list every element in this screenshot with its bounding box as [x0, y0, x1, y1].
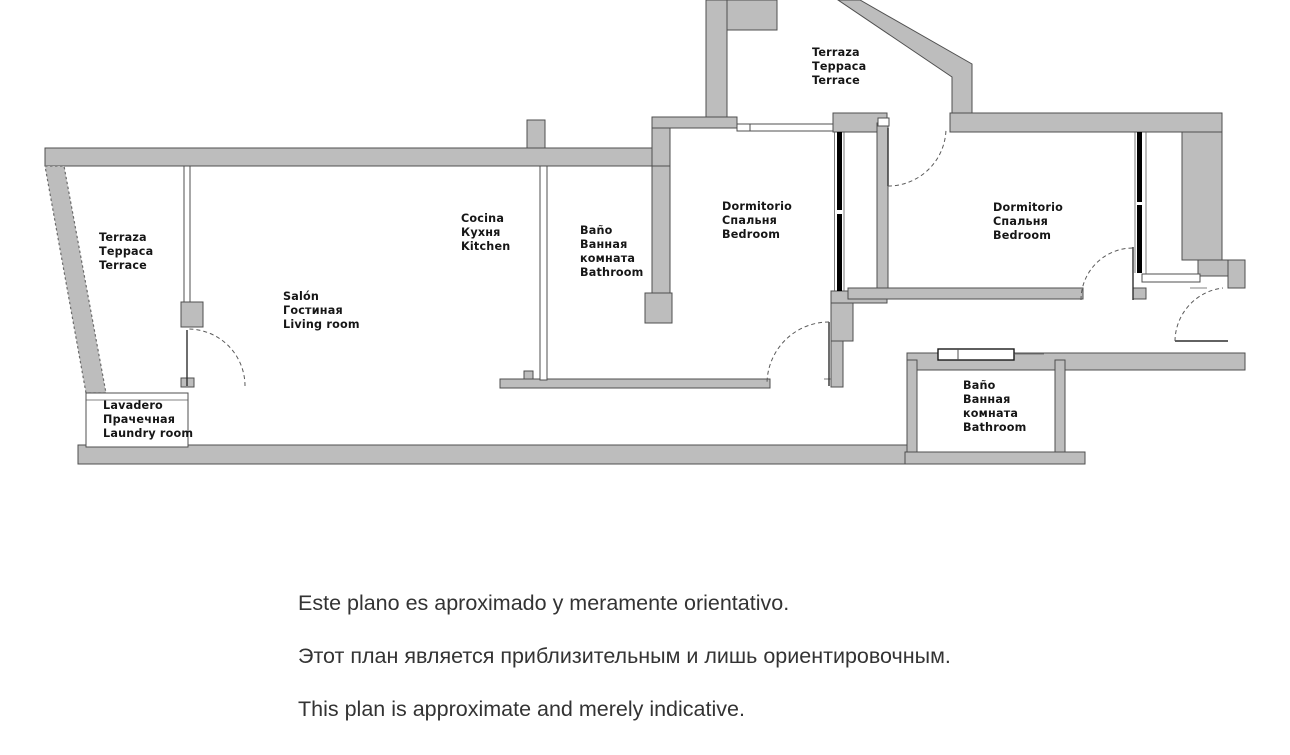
window-glass: [1137, 205, 1142, 273]
wall-segment: [44, 147, 653, 167]
room-label-line: Bedroom: [993, 229, 1051, 242]
wall-segment: [1132, 287, 1147, 300]
room-label-line: Bathroom: [580, 266, 644, 279]
room-label-line: Ванная: [963, 393, 1010, 406]
room-label-line: Dormitorio: [722, 200, 792, 213]
door-arc: [887, 127, 947, 187]
wall-segment: [726, 0, 778, 31]
wall-segment: [904, 451, 1086, 465]
bathroom2-window: [937, 348, 1015, 361]
room-label-line: Терраса: [812, 60, 866, 73]
disclaimer-line-en: This plan is approximate and merely indi…: [298, 697, 745, 721]
partition-shaft2-bottom: [1141, 273, 1201, 283]
room-label-line: Кухня: [461, 226, 501, 239]
room-label-line: комната: [963, 407, 1018, 420]
room-label-terrace-top: Terraza Терраса Terrace: [812, 46, 870, 87]
doors: [186, 127, 1228, 387]
room-label-line: Terrace: [99, 259, 147, 272]
room-label-line: Cocina: [461, 212, 504, 225]
wall-segment: [77, 444, 911, 465]
room-label-line: Baño: [963, 379, 996, 392]
room-label-line: Terrace: [812, 74, 860, 87]
room-label-bathroom-2: Baño Ванная комната Bathroom: [963, 379, 1027, 434]
walls: [44, 0, 1246, 465]
wall-segment: [876, 122, 889, 293]
door-arc: [1080, 247, 1134, 301]
door-arc: [187, 328, 246, 387]
room-label-terrace-left: Terraza Терраса Terrace: [99, 231, 157, 272]
wall-segment: [1227, 259, 1246, 289]
room-label-line: Спальня: [993, 215, 1048, 228]
room-label-line: Ванная: [580, 238, 627, 251]
room-label-line: Living room: [283, 318, 360, 331]
room-label-line: Lavadero: [103, 399, 163, 412]
room-label-line: комната: [580, 252, 635, 265]
wall-segment: [644, 292, 673, 324]
partition-bedroom1-top-window: [736, 123, 834, 132]
wall-segment: [499, 378, 771, 389]
window-glass: [837, 214, 842, 291]
room-label-line: Terraza: [99, 231, 147, 244]
room-label-bedroom-2: Dormitorio Спальня Bedroom: [993, 201, 1067, 242]
room-label-line: Bathroom: [963, 421, 1027, 434]
wall-segment: [651, 165, 671, 294]
room-label-salon: Salón Гостиная Living room: [283, 290, 360, 331]
partition-bathroom1-left: [539, 165, 548, 381]
partition-terrace-divider: [183, 165, 191, 303]
room-label-line: Dormitorio: [993, 201, 1063, 214]
room-label-cocina: Cocina Кухня Kitchen: [461, 212, 510, 253]
windows: [837, 132, 1142, 361]
room-label-line: Terraza: [812, 46, 860, 59]
wall-segment: [847, 287, 1084, 300]
room-label-line: Salón: [283, 290, 319, 303]
window-glass: [837, 132, 842, 210]
room-label-line: Baño: [580, 224, 613, 237]
wall-segment: [830, 302, 854, 342]
door-arc: [1174, 287, 1224, 342]
room-label-line: Bedroom: [722, 228, 780, 241]
window-glass: [1137, 132, 1142, 202]
wall-segment: [705, 0, 728, 118]
room-label-line: Kitchen: [461, 240, 510, 253]
wall-segment: [526, 119, 546, 149]
wall-segment: [949, 112, 1223, 133]
disclaimer-line-ru: Этот план является приблизительным и лиш…: [298, 644, 951, 668]
disclaimer: Este plano es aproximado y meramente ori…: [298, 591, 951, 721]
wall-segment: [830, 340, 844, 388]
wall-slanted: [44, 165, 107, 394]
wall-segment: [1181, 131, 1223, 261]
wall-segment: [651, 116, 738, 129]
wall-segment: [523, 370, 534, 380]
door-arc: [766, 321, 830, 385]
partitions: [85, 117, 1207, 448]
wall-segment: [180, 301, 204, 328]
room-label-line: Laundry room: [103, 427, 193, 440]
room-label-lavadero: Lavadero Прачечная Laundry room: [103, 399, 193, 440]
wall-segment: [1054, 359, 1066, 453]
wall-segment: [906, 359, 918, 453]
room-label-line: Терраса: [99, 245, 153, 258]
room-label-bedroom-1: Dormitorio Спальня Bedroom: [722, 200, 796, 241]
room-label-line: Гостиная: [283, 304, 343, 317]
room-label-bathroom-1: Baño Ванная комната Bathroom: [580, 224, 644, 279]
room-labels: Terraza Терраса Terrace Lavadero Прачечн…: [99, 46, 1067, 440]
lavadero-box: [85, 392, 189, 448]
room-label-line: Прачечная: [103, 413, 175, 426]
door-jamb: [877, 117, 890, 127]
room-label-line: Спальня: [722, 214, 777, 227]
disclaimer-line-es: Este plano es aproximado y meramente ori…: [298, 591, 789, 615]
